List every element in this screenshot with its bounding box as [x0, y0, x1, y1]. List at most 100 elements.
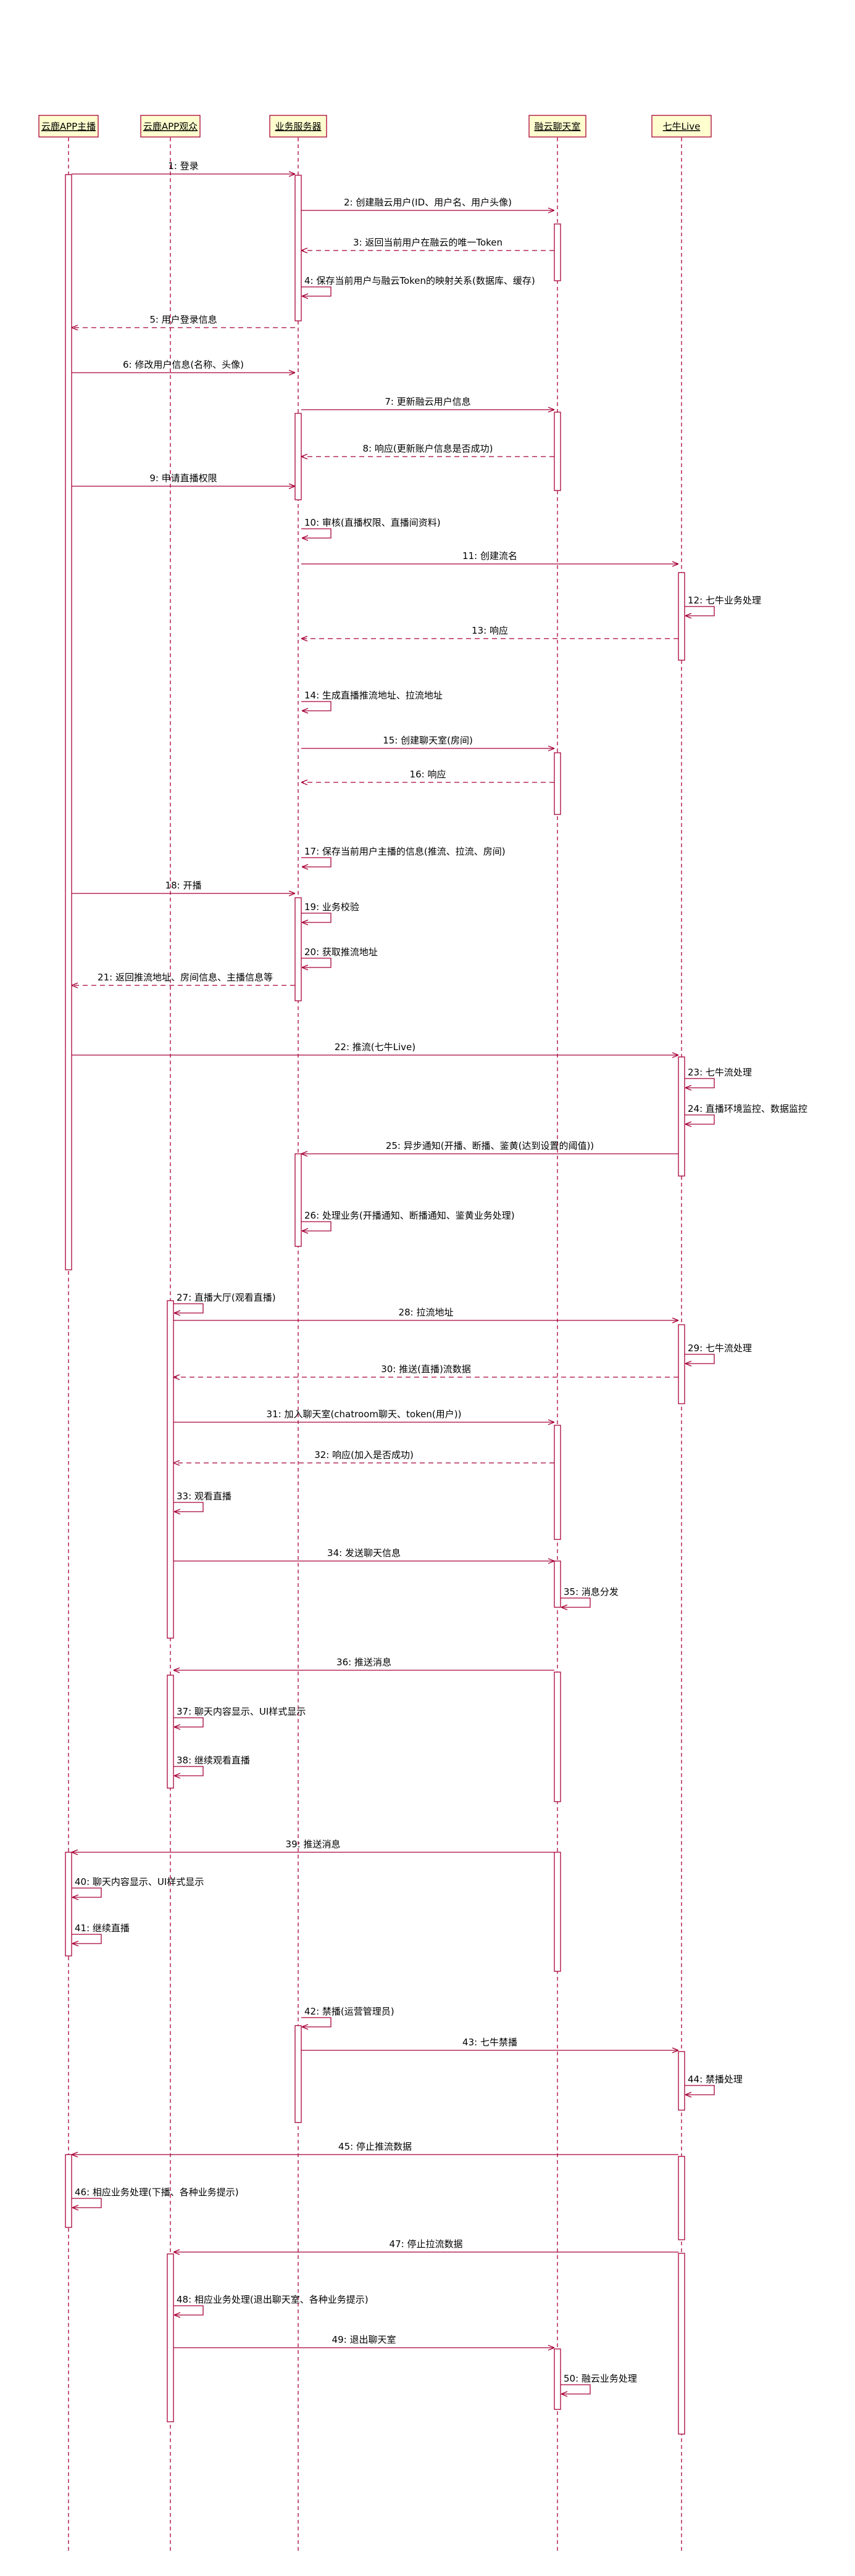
message-label: 44: 禁播处理	[688, 2074, 743, 2085]
message-4: 4: 保存当前用户与融云Token的映射关系(数据库、缓存)	[301, 275, 535, 296]
participant-box	[652, 2551, 711, 2573]
message-46: 46: 相应业务处理(下播、各种业务提示)	[72, 2187, 239, 2208]
message-17: 17: 保存当前用户主播的信息(推流、拉流、房间)	[301, 846, 506, 867]
participant-anchor-bottom	[39, 2551, 98, 2573]
message-label: 41: 继续直播	[75, 1923, 130, 1934]
activation-bar-rongcloud	[554, 1852, 561, 1972]
message-label: 5: 用户登录信息	[149, 314, 217, 325]
message-label: 42: 禁播(运营管理员)	[304, 2006, 394, 2017]
message-label: 35: 消息分发	[564, 1586, 619, 1597]
message-label: 10: 审核(直播权限、直播间资料)	[304, 517, 441, 528]
message-40: 40: 聊天内容显示、UI样式显示	[72, 1876, 204, 1897]
participant-anchor-top: 云鹿APP主播	[38, 115, 99, 138]
message-label: 25: 异步通知(开播、断播、鉴黄(达到设置的阈值))	[386, 1140, 594, 1151]
self-message-arrow	[685, 1114, 715, 1124]
activation-bar-viewer	[167, 1675, 174, 1789]
activation-bar-rongcloud	[554, 412, 561, 491]
message-label: 7: 更新融云用户信息	[385, 396, 470, 407]
message-28: 28: 拉流地址	[173, 1307, 678, 1320]
self-message-arrow	[173, 1766, 204, 1776]
message-21: 21: 返回推流地址、房间信息、主播信息等	[72, 972, 295, 985]
participant-label: 七牛Live	[663, 121, 701, 132]
self-message-arrow	[301, 2017, 332, 2027]
message-13: 13: 响应	[302, 625, 678, 639]
message-label: 29: 七牛流处理	[688, 1343, 752, 1354]
message-label: 28: 拉流地址	[399, 1307, 454, 1318]
self-message-arrow	[72, 1934, 102, 1944]
self-message-arrow	[561, 1597, 591, 1607]
message-label: 8: 响应(更新账户信息是否成功)	[362, 443, 493, 454]
message-16: 16: 响应	[302, 769, 554, 782]
message-label: 32: 响应(加入是否成功)	[314, 1449, 414, 1460]
message-label: 18: 开播	[165, 880, 202, 891]
message-36: 36: 推送消息	[174, 1657, 554, 1670]
participant-box	[141, 2551, 200, 2573]
participant-label: 云鹿APP观众	[143, 121, 198, 132]
activation-bar-viewer	[167, 1300, 174, 1639]
participant-label: 业务服务器	[275, 121, 321, 132]
activation-bar-qiniu	[678, 2156, 685, 2240]
message-label: 11: 创建流名	[462, 550, 517, 561]
message-label: 12: 七牛业务处理	[688, 595, 761, 606]
message-label: 14: 生成直播推流地址、拉流地址	[304, 690, 443, 701]
message-39: 39: 推送消息	[72, 1839, 554, 1852]
message-30: 30: 推送(直播)流数据	[174, 1364, 678, 1377]
message-label: 6: 修改用户信息(名称、头像)	[123, 359, 244, 370]
message-label: 33: 观看直播	[177, 1491, 231, 1502]
message-7: 7: 更新融云用户信息	[301, 396, 554, 410]
participant-box	[270, 2551, 327, 2573]
self-message-arrow	[173, 1717, 204, 1727]
participant-heads: 云鹿APP主播 云鹿APP观众 业务服务器 融云聊天室 七牛Live	[38, 115, 712, 2573]
message-label: 50: 融云业务处理	[564, 2373, 637, 2384]
message-24: 24: 直播环境监控、数据监控	[685, 1103, 807, 1124]
message-20: 20: 获取推流地址	[301, 946, 378, 967]
self-message-arrow	[72, 1887, 102, 1897]
message-label: 20: 获取推流地址	[304, 946, 378, 958]
self-message-arrow	[685, 2085, 715, 2095]
activation-bar-viewer	[167, 2253, 174, 2422]
self-message-arrow	[685, 1078, 715, 1088]
message-label: 49: 退出聊天室	[332, 2334, 396, 2345]
message-label: 38: 继续观看直播	[177, 1755, 250, 1766]
message-33: 33: 观看直播	[173, 1491, 231, 1512]
activation-bar-qiniu	[678, 572, 685, 661]
activation-bar-server	[294, 175, 302, 321]
self-message-arrow	[685, 1354, 715, 1364]
message-label: 9: 申请直播权限	[149, 473, 217, 484]
message-31: 31: 加入聊天室(chatroom聊天、token(用户))	[173, 1409, 554, 1422]
activation-bar-rongcloud	[554, 1671, 561, 1802]
activation-bar-server	[294, 2025, 302, 2123]
self-message-arrow	[173, 2305, 204, 2315]
participant-server-bottom	[270, 2551, 327, 2573]
self-message-arrow	[301, 913, 332, 922]
message-label: 26: 处理业务(开播通知、断播通知、鉴黄业务处理)	[304, 1210, 515, 1221]
message-label: 43: 七牛禁播	[462, 2037, 517, 2048]
participant-box	[269, 115, 327, 138]
activation-bar-server	[294, 413, 302, 500]
participant-box	[529, 2551, 586, 2573]
self-message-arrow	[301, 701, 332, 711]
message-label: 48: 相应业务处理(退出聊天室、各种业务提示)	[177, 2294, 369, 2305]
message-label: 13: 响应	[472, 625, 508, 636]
message-label: 37: 聊天内容显示、UI样式显示	[177, 1706, 306, 1717]
message-label: 30: 推送(直播)流数据	[381, 1364, 471, 1375]
message-27: 27: 直播大厅(观看直播)	[173, 1292, 276, 1313]
message-label: 31: 加入聊天室(chatroom聊天、token(用户))	[267, 1409, 462, 1420]
message-9: 9: 申请直播权限	[72, 473, 294, 486]
activation-bar-anchor	[65, 2154, 72, 2228]
self-message-arrow	[301, 857, 332, 867]
participant-label: 融云聊天室	[534, 121, 580, 132]
message-41: 41: 继续直播	[72, 1923, 130, 1944]
activation-bar-rongcloud	[554, 1560, 561, 1608]
participant-qiniu-top: 七牛Live	[651, 115, 712, 138]
message-19: 19: 业务校验	[301, 901, 359, 922]
message-label: 46: 相应业务处理(下播、各种业务提示)	[75, 2187, 239, 2198]
message-22: 22: 推流(七牛Live)	[72, 1042, 678, 1055]
participant-viewer-bottom	[141, 2551, 200, 2573]
message-label: 22: 推流(七牛Live)	[335, 1042, 415, 1053]
participant-box	[140, 115, 201, 138]
message-44: 44: 禁播处理	[685, 2074, 743, 2095]
activation-bar-qiniu	[678, 2253, 685, 2435]
message-32: 32: 响应(加入是否成功)	[174, 1449, 554, 1463]
self-message-arrow	[561, 2384, 591, 2394]
